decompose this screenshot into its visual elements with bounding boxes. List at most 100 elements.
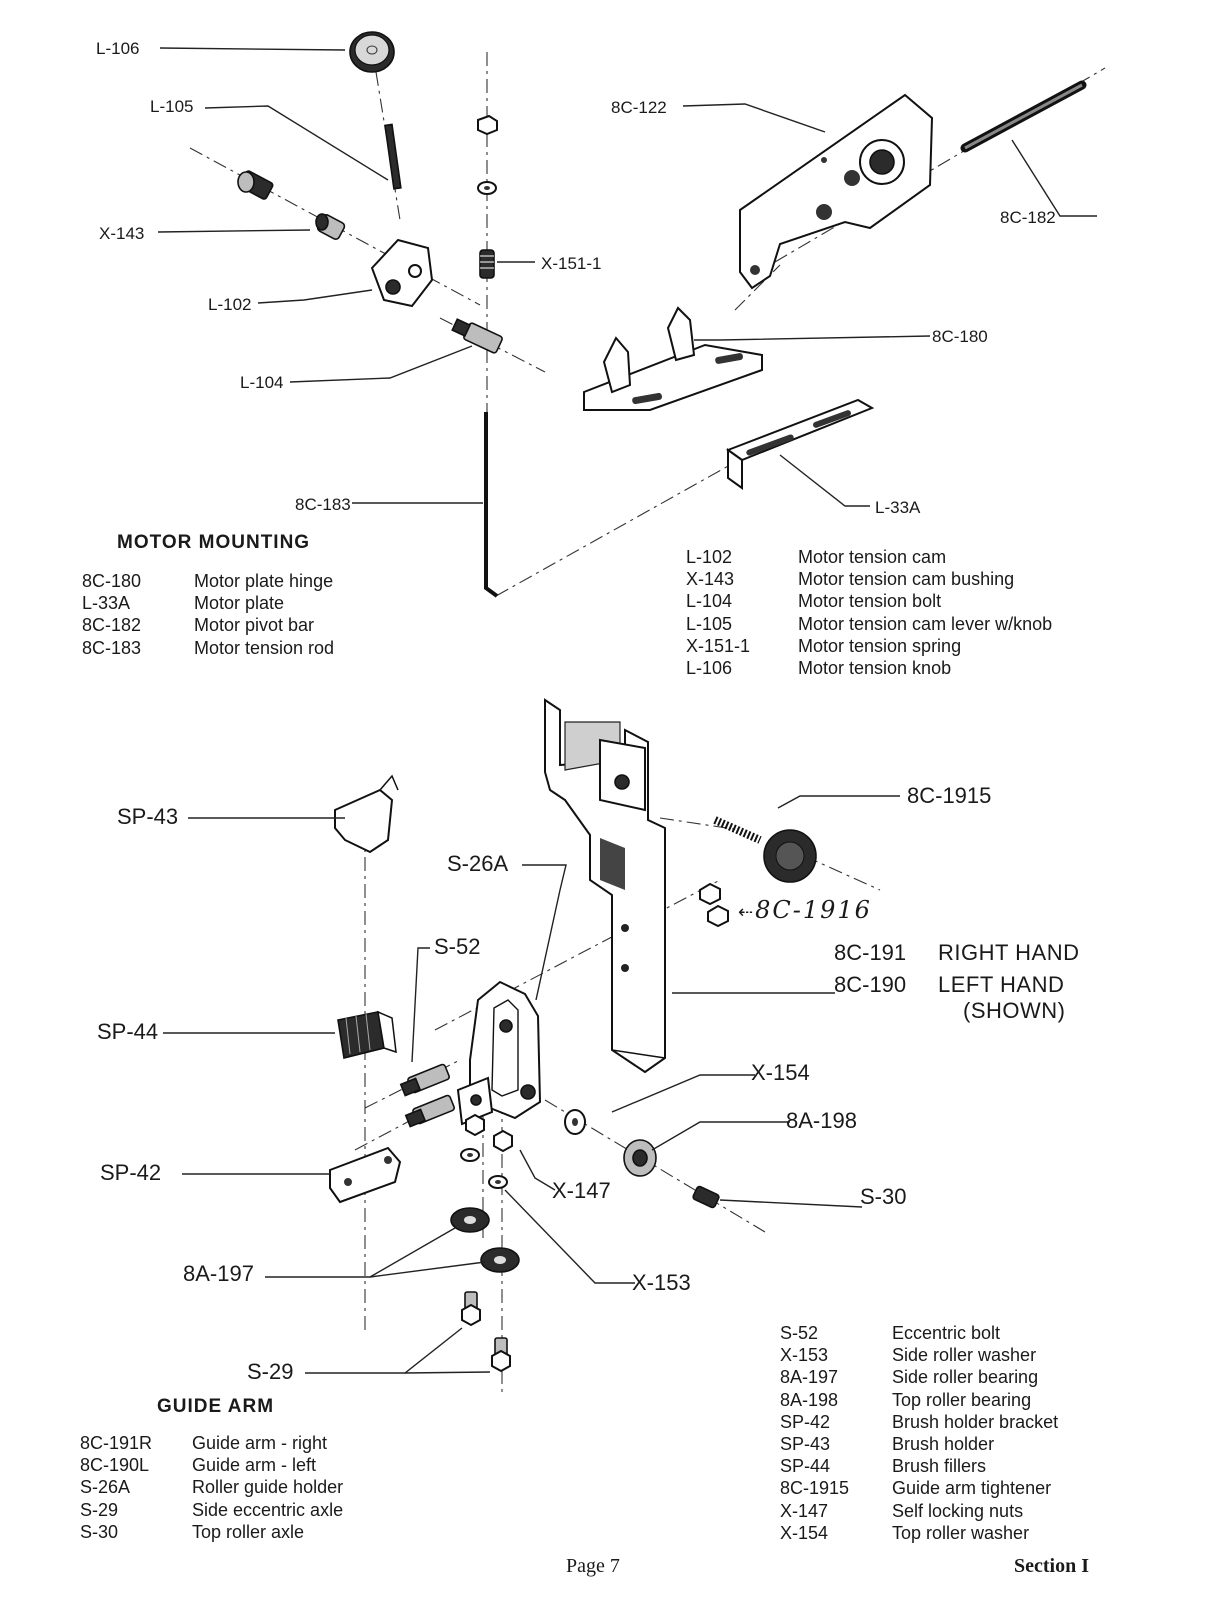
part-code: 8C-191R — [80, 1433, 153, 1453]
legend-row: SP-42 Brush holder bracket — [780, 1411, 1058, 1433]
part-code: 8A-197 — [780, 1367, 839, 1388]
part-description: Self locking nuts — [892, 1500, 1024, 1521]
part-sp43-brush-holder — [334, 774, 399, 854]
callout-x147: X-147 — [552, 1178, 611, 1203]
callout-8c191-code: 8C-191 — [834, 940, 907, 965]
callout-8c1916: ⇠8C-1916 — [738, 898, 872, 922]
legend-row: X-153 Side roller washer — [780, 1344, 1058, 1366]
section-label: Section I — [1014, 1555, 1089, 1577]
part-code: X-154 — [780, 1522, 829, 1543]
part-x143-bushing — [315, 213, 346, 240]
part-description: Eccentric bolt — [892, 1323, 1001, 1343]
part-code: SP-42 — [780, 1411, 831, 1432]
part-description: Motor tension cam lever w/knob — [798, 613, 1053, 634]
part-code: L-104 — [686, 591, 733, 612]
callout-l105: L-105 — [150, 97, 194, 116]
part-description: Guide arm - right — [192, 1433, 328, 1453]
callout-right-hand: RIGHT HAND — [938, 940, 1080, 965]
part-description: Roller guide holder — [192, 1477, 344, 1498]
part-description: Brush holder bracket — [892, 1411, 1059, 1432]
part-8c1915-tightener-knob — [713, 816, 817, 883]
part-8c1916-nuts — [699, 882, 729, 928]
part-8a198-top-roller-bearing — [623, 1139, 657, 1177]
callout-x143: X-143 — [99, 224, 145, 243]
part-description: Motor plate — [194, 593, 285, 614]
arrow-icon: ⇠ — [738, 902, 756, 923]
part-description: Side roller washer — [892, 1345, 1037, 1366]
motor-legend-left: 8C-180 Motor plate hinge L-33A Motor plate… — [82, 570, 334, 659]
legend-row: L-104 Motor tension bolt — [686, 590, 1052, 612]
part-l102-cam — [370, 238, 434, 308]
callout-sp42: SP-42 — [100, 1160, 162, 1185]
part-description: Motor tension knob — [798, 658, 952, 679]
part-code: L-106 — [686, 658, 733, 679]
part-description: Top roller washer — [892, 1522, 1030, 1543]
part-l104-bolt — [451, 318, 503, 354]
callout-left-hand: LEFT HAND — [938, 972, 1065, 997]
part-x143-screw — [237, 170, 274, 200]
part-description: Side roller bearing — [892, 1367, 1039, 1388]
part-8a197-side-roller-bearings — [450, 1207, 520, 1273]
part-description: Motor tension bolt — [798, 591, 942, 612]
callout-8c183: 8C-183 — [295, 495, 351, 514]
legend-row: 8A-197 Side roller bearing — [780, 1366, 1058, 1388]
part-code: X-147 — [780, 1500, 829, 1521]
legend-row: X-154 Top roller washer — [780, 1522, 1058, 1544]
callout-8c190-code: 8C-190 — [834, 972, 907, 997]
callout-s52: S-52 — [434, 934, 481, 959]
part-description: Motor tension rod — [194, 637, 335, 658]
motor-leader-lines — [157, 47, 1097, 507]
part-l106-motor-tension-knob — [349, 31, 395, 73]
part-description: Top roller bearing — [892, 1389, 1032, 1410]
part-code: X-153 — [780, 1345, 829, 1366]
part-s26a-roller-guide-holder — [456, 980, 542, 1126]
part-description: Side eccentric axle — [192, 1499, 344, 1520]
part-description: Guide arm tightener — [892, 1478, 1052, 1499]
part-code: SP-44 — [780, 1456, 831, 1477]
callout-sp44: SP-44 — [97, 1019, 159, 1044]
part-code: L-105 — [686, 613, 733, 634]
callout-l104: L-104 — [240, 373, 284, 392]
callout-8a197: 8A-197 — [183, 1261, 254, 1286]
part-8c122-motor-bracket — [739, 93, 934, 290]
callout-l102: L-102 — [208, 295, 252, 314]
part-code: S-29 — [80, 1499, 119, 1520]
legend-row: 8C-1915 Guide arm tightener — [780, 1477, 1058, 1499]
part-l33a-motor-plate — [725, 398, 875, 490]
part-description: Brush fillers — [892, 1456, 987, 1477]
part-s29-side-eccentric-axles — [461, 1291, 511, 1373]
callout-shown: (SHOWN) — [963, 998, 1066, 1023]
part-code: 8A-198 — [780, 1389, 839, 1410]
part-code: L-33A — [82, 593, 131, 614]
callout-x151-1: X-151-1 — [541, 254, 602, 273]
page-number: Page 7 — [566, 1555, 620, 1577]
part-s52-eccentric-bolts — [399, 1063, 455, 1128]
callout-sp43: SP-43 — [117, 804, 179, 829]
callout-8c1916-text: 8C-1916 — [755, 896, 872, 924]
part-code: 8C-1915 — [780, 1478, 850, 1499]
guide-leader-lines — [163, 795, 900, 1374]
part-code: 8C-180 — [82, 571, 142, 591]
guide-arm-heading: GUIDE ARM — [157, 1396, 275, 1417]
part-description: Guide arm - left — [192, 1455, 317, 1476]
part-l105-cam-lever — [384, 123, 402, 190]
part-code: L-102 — [686, 547, 733, 567]
part-x153-washers — [460, 1148, 508, 1189]
part-x147-self-locking-nuts — [465, 1113, 513, 1153]
callout-s30: S-30 — [860, 1184, 907, 1209]
motor-center-lines — [189, 52, 1106, 597]
part-8c180-hinge-plate — [583, 306, 763, 411]
part-description: Brush holder — [892, 1434, 995, 1455]
callout-x153: X-153 — [632, 1270, 691, 1295]
part-sp44-brush-fillers — [337, 1010, 397, 1059]
part-description: Motor plate hinge — [194, 571, 334, 591]
